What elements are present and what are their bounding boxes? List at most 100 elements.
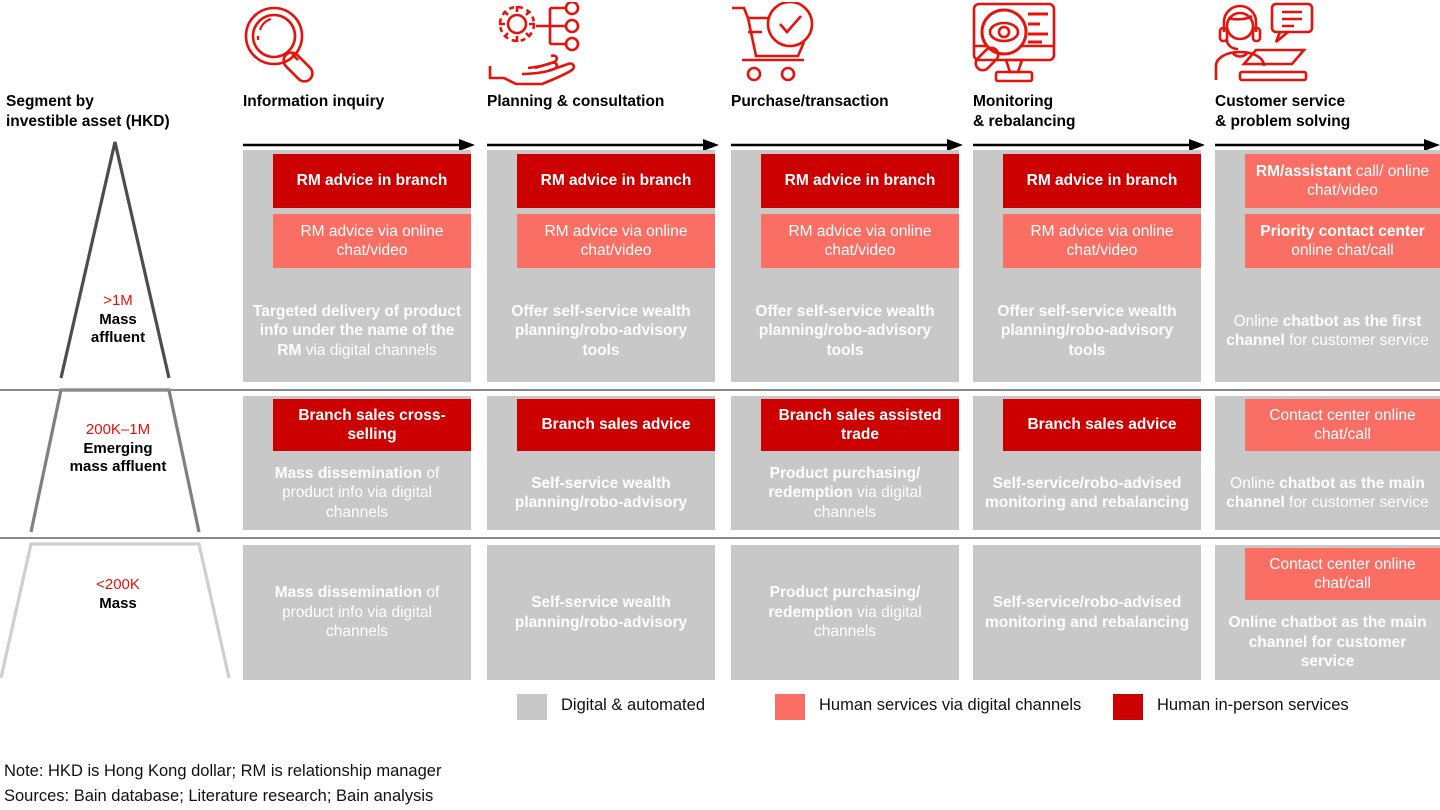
cell-body-bold: Self-service/robo-advised monitoring and…	[984, 474, 1190, 511]
cell-emerging-planning-consultation[interactable]: Branch sales advice Self-service wealth …	[487, 396, 715, 530]
pyramid-tier-3-name-line1: Mass	[99, 594, 137, 612]
column-header-monitoring-rebalancing: Monitoring & rebalancing	[973, 92, 1208, 132]
pyramid-tier-2-name-line1: Emerging	[83, 439, 153, 457]
chip-label: Branch sales cross-selling	[298, 406, 446, 443]
pyramid-tier-3-amount: <200K	[96, 576, 140, 593]
cell-body-text: Mass dissemination of product info via d…	[243, 545, 471, 680]
chip-label-bold: Priority contact center	[1260, 222, 1425, 240]
chip-human-in-person[interactable]: Branch sales advice	[517, 399, 715, 451]
column-header-purchase-transaction: Purchase/transaction	[731, 92, 966, 112]
chip-label-bold: RM/assistant	[1255, 162, 1352, 180]
footnote-note: Note: HKD is Hong Kong dollar; RM is rel…	[4, 762, 442, 780]
chip-label: RM advice via online chat/video	[544, 222, 688, 259]
chip-label: RM advice via online chat/video	[1030, 222, 1174, 259]
cell-body-bold: Targeted delivery of product info under …	[252, 302, 462, 359]
pyramid-tier-3-shape	[0, 542, 231, 679]
legend-label-digital-automated: Digital & automated	[561, 696, 705, 714]
column-title-line1: Planning & consultation	[487, 93, 665, 110]
cell-body-bold: Offer self-service wealth planning/robo-…	[511, 302, 691, 359]
cell-body-text: Mass dissemination of product info via d…	[243, 456, 471, 530]
legend-swatch-human-in-person	[1113, 694, 1143, 720]
cell-mass-monitoring-rebalancing[interactable]: Self-service/robo-advised monitoring and…	[973, 545, 1201, 680]
cell-mass-customer-service[interactable]: Contact center online chat/call Online c…	[1215, 545, 1440, 680]
process-arrow-3	[731, 138, 963, 151]
chip-label: RM advice in branch	[1026, 172, 1178, 190]
cell-body-rest: via digital channels	[813, 484, 922, 521]
cell-mass-affluent-planning-consultation[interactable]: RM advice in branch RM advice via online…	[487, 150, 715, 382]
chip-label: RM advice via online chat/video	[788, 222, 932, 259]
column-header-customer-service: Customer service & problem solving	[1215, 92, 1440, 132]
cell-body-text: Self-service/robo-advised monitoring and…	[973, 545, 1201, 680]
cell-body-bold: Online chatbot as the main channel for c…	[1228, 614, 1427, 671]
pyramid-tier-1-shape	[59, 141, 171, 379]
cell-body-text: Self-service/robo-advised monitoring and…	[973, 456, 1201, 530]
chip-human-in-person[interactable]: RM advice in branch	[1003, 154, 1201, 208]
chip-human-in-person[interactable]: Branch sales advice	[1003, 399, 1201, 451]
chip-label: Contact center online chat/call	[1269, 406, 1416, 443]
cart-check-icon	[728, 0, 838, 86]
cell-mass-affluent-purchase-transaction[interactable]: RM advice in branch RM advice via online…	[731, 150, 959, 382]
segment-axis-title-line2: investible asset (HKD)	[6, 112, 170, 130]
pyramid-tier-2-name-line2: mass affluent	[69, 458, 167, 476]
chip-human-digital[interactable]: RM advice via online chat/video	[761, 214, 959, 268]
chip-human-in-person[interactable]: RM advice in branch	[517, 154, 715, 208]
chip-human-digital[interactable]: RM advice via online chat/video	[517, 214, 715, 268]
chip-human-in-person[interactable]: RM advice in branch	[273, 154, 471, 208]
process-arrow-4	[973, 138, 1205, 151]
cell-mass-information-inquiry[interactable]: Mass dissemination of product info via d…	[243, 545, 471, 680]
chip-label-rest: call/ online chat/video	[1307, 162, 1430, 199]
cell-body-rest: via digital channels	[813, 603, 922, 641]
cell-body-rest: of product info via digital channels	[282, 584, 440, 641]
chip-human-in-person[interactable]: RM advice in branch	[761, 154, 959, 208]
headset-agent-icon	[1210, 2, 1330, 86]
chip-human-digital[interactable]: RM advice via online chat/video	[1003, 214, 1201, 268]
legend: Digital & automated Human services via d…	[0, 694, 1440, 724]
column-title-line2: & problem solving	[1215, 112, 1351, 130]
cell-body-pre: Online	[1233, 312, 1283, 330]
pyramid-tier-3-label: <200K Mass	[0, 576, 236, 613]
cell-mass-affluent-information-inquiry[interactable]: RM advice in branch RM advice via online…	[243, 150, 471, 382]
chip-label-rest: online chat/call	[1291, 242, 1394, 259]
cell-body-bold: Self-service wealth planning/robo-adviso…	[514, 474, 688, 511]
column-header-planning-consultation: Planning & consultation	[487, 92, 722, 112]
legend-label-human-in-person: Human in-person services	[1157, 696, 1349, 714]
cell-body-text: Self-service wealth planning/robo-adviso…	[487, 545, 715, 680]
chip-label: Contact center online chat/call	[1269, 555, 1416, 592]
cell-emerging-customer-service[interactable]: Contact center online chat/call Online c…	[1215, 396, 1440, 530]
process-arrow-2	[487, 138, 719, 151]
cell-body-text: Targeted delivery of product info under …	[243, 280, 471, 382]
chip-human-digital[interactable]: RM/assistant call/ online chat/video	[1245, 154, 1440, 208]
cell-body-text: Online chatbot as the main channel for c…	[1215, 605, 1440, 680]
cell-mass-planning-consultation[interactable]: Self-service wealth planning/robo-adviso…	[487, 545, 715, 680]
footnote-sources: Sources: Bain database; Literature resea…	[4, 787, 434, 805]
cell-body-text: Product purchasing/ redemption via digit…	[731, 545, 959, 680]
cell-mass-affluent-monitoring-rebalancing[interactable]: RM advice in branch RM advice via online…	[973, 150, 1201, 382]
cell-emerging-monitoring-rebalancing[interactable]: Branch sales advice Self-service/robo-ad…	[973, 396, 1201, 530]
cell-body-text: Offer self-service wealth planning/robo-…	[731, 280, 959, 382]
chip-human-digital[interactable]: Contact center online chat/call	[1245, 548, 1440, 600]
chip-human-digital[interactable]: Contact center online chat/call	[1245, 399, 1440, 451]
process-arrow-5	[1215, 138, 1440, 151]
cell-emerging-information-inquiry[interactable]: Branch sales cross-selling Mass dissemin…	[243, 396, 471, 530]
chip-human-in-person[interactable]: Branch sales assisted trade	[761, 399, 959, 451]
chip-label: Branch sales assisted trade	[778, 406, 942, 443]
chip-label: RM advice in branch	[296, 172, 448, 190]
pyramid-tier-1-label: >1M Mass affluent	[0, 292, 236, 348]
chip-human-in-person[interactable]: Branch sales cross-selling	[273, 399, 471, 451]
cell-body-pre: Online	[1230, 474, 1280, 492]
chip-label: RM advice in branch	[540, 172, 692, 190]
chip-human-digital[interactable]: RM advice via online chat/video	[273, 214, 471, 268]
cell-mass-purchase-transaction[interactable]: Product purchasing/ redemption via digit…	[731, 545, 959, 680]
cell-emerging-purchase-transaction[interactable]: Branch sales assisted trade Product purc…	[731, 396, 959, 530]
cell-body-text: Offer self-service wealth planning/robo-…	[973, 280, 1201, 382]
cell-body-text: Product purchasing/ redemption via digit…	[731, 456, 959, 530]
segment-axis-title: Segment by investible asset (HKD)	[6, 92, 236, 132]
pyramid-tier-1-name-line2: affluent	[90, 329, 146, 347]
chip-label: Branch sales advice	[1027, 416, 1177, 434]
gear-hand-icon	[484, 0, 594, 86]
cell-mass-affluent-customer-service[interactable]: RM/assistant call/ online chat/video Pri…	[1215, 150, 1440, 382]
chip-label: Branch sales advice	[541, 416, 691, 434]
cell-body-bold: Offer self-service wealth planning/robo-…	[997, 302, 1177, 359]
chip-human-digital[interactable]: Priority contact center online chat/call	[1245, 214, 1440, 268]
